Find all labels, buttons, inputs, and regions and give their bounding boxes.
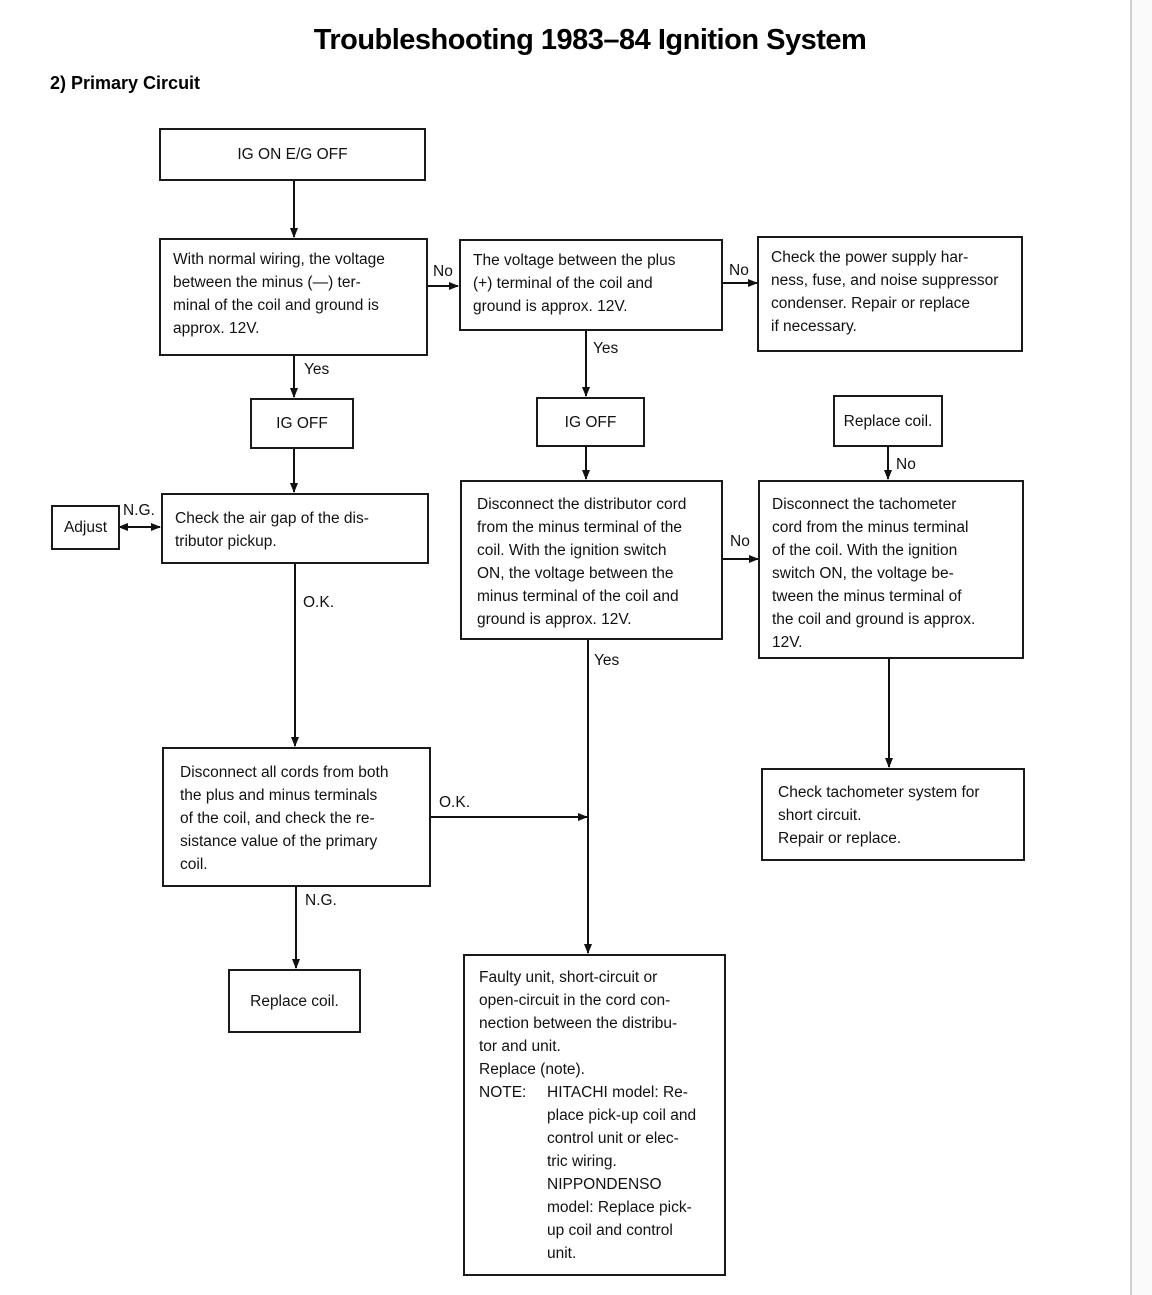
note-row: NOTE: HITACHI model: Re- place pick-up c… xyxy=(479,1081,712,1265)
box-disconnect-distributor-cord-text: Disconnect the distributor cord from the… xyxy=(477,496,687,628)
page-edge xyxy=(1130,0,1152,1295)
label-no-minus-to-plus: No xyxy=(433,263,453,280)
label-yes-minus: Yes xyxy=(304,361,330,378)
box-faulty-unit: Faulty unit, short-circuit or open-circu… xyxy=(463,954,726,1276)
box-check-air-gap: Check the air gap of the dis- tributor p… xyxy=(161,493,429,564)
label-ng-disconnect-all: N.G. xyxy=(305,892,337,909)
page-title: Troubleshooting 1983–84 Ignition System xyxy=(313,24,867,56)
label-no-distributor: No xyxy=(730,533,750,550)
label-ok-disconnect-all: O.K. xyxy=(439,794,471,811)
box-check-tachometer-system-text: Check tachometer system for short circui… xyxy=(778,784,980,847)
box-ig-on-eg-off-text: IG ON E/G OFF xyxy=(237,146,348,163)
box-minus-terminal-voltage-text: With normal wiring, the voltage between … xyxy=(173,251,385,337)
box-adjust-text: Adjust xyxy=(63,519,108,536)
box-plus-terminal-voltage-text: The voltage between the plus (+) termina… xyxy=(473,252,676,315)
label-ok-air-gap: O.K. xyxy=(303,594,335,611)
box-replace-coil-top-text: Replace coil. xyxy=(843,412,933,430)
box-disconnect-tachometer-cord: Disconnect the tachometer cord from the … xyxy=(758,480,1024,659)
box-ig-off-left: IG OFF xyxy=(250,398,354,449)
box-ig-on-eg-off: IG ON E/G OFF xyxy=(159,128,426,181)
box-ig-off-middle-text: IG OFF xyxy=(564,413,617,431)
label-ng-air-gap: N.G. xyxy=(123,502,155,519)
box-ig-off-middle: IG OFF xyxy=(536,397,645,447)
section-subtitle: 2) Primary Circuit xyxy=(50,73,201,93)
note-text: HITACHI model: Re- place pick-up coil an… xyxy=(547,1084,697,1262)
box-plus-terminal-voltage: The voltage between the plus (+) termina… xyxy=(459,239,723,331)
note-label: NOTE: xyxy=(479,1084,527,1101)
box-check-air-gap-text: Check the air gap of the dis- tributor p… xyxy=(175,510,369,550)
box-faulty-unit-text: Faulty unit, short-circuit or open-circu… xyxy=(479,969,678,1078)
label-no-replace-coil: No xyxy=(896,456,916,473)
box-replace-coil-bottom-text: Replace coil. xyxy=(250,992,339,1010)
box-check-power-supply: Check the power supply har- ness, fuse, … xyxy=(757,236,1023,352)
box-check-power-supply-text: Check the power supply har- ness, fuse, … xyxy=(771,249,999,335)
box-replace-coil-top: Replace coil. xyxy=(833,395,943,447)
box-disconnect-tachometer-cord-text: Disconnect the tachometer cord from the … xyxy=(772,496,976,651)
box-disconnect-all-cords: Disconnect all cords from both the plus … xyxy=(162,747,431,887)
box-disconnect-distributor-cord: Disconnect the distributor cord from the… xyxy=(460,480,723,640)
box-minus-terminal-voltage: With normal wiring, the voltage between … xyxy=(159,238,428,356)
label-yes-plus: Yes xyxy=(593,340,619,357)
box-replace-coil-bottom: Replace coil. xyxy=(228,969,361,1033)
label-no-plus-to-power: No xyxy=(729,262,749,279)
box-check-tachometer-system: Check tachometer system for short circui… xyxy=(761,768,1025,861)
box-adjust: Adjust xyxy=(51,505,120,550)
box-disconnect-all-cords-text: Disconnect all cords from both the plus … xyxy=(180,764,389,873)
label-yes-distributor: Yes xyxy=(594,652,620,669)
box-ig-off-left-text: IG OFF xyxy=(276,415,328,432)
